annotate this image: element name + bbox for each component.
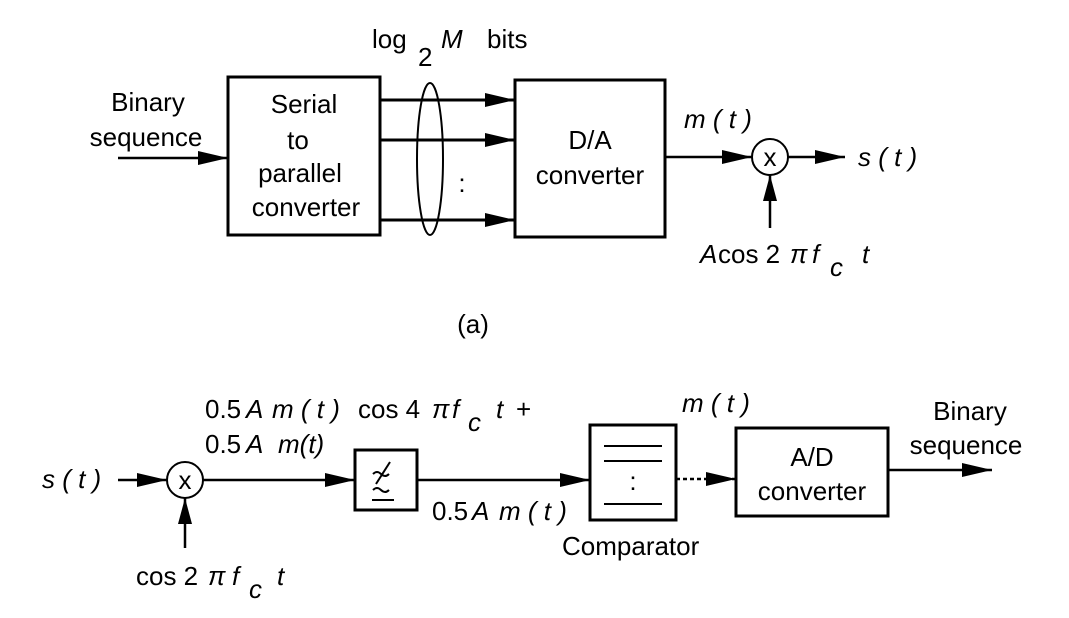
comparator-dots: :: [629, 466, 636, 496]
product-line1-pi: π: [432, 394, 450, 424]
mt-label: m ( t ): [684, 104, 752, 134]
bus-label-M: M: [441, 24, 463, 54]
input-label-line2: sequence: [90, 122, 203, 152]
carrier-f: f: [812, 239, 822, 269]
lowpass-filter-icon: [372, 461, 394, 501]
comparator-output-arrowhead: [706, 472, 736, 486]
sp-line4: converter: [252, 192, 361, 222]
carrier-arrowhead: [763, 175, 777, 201]
bus-label-sub: 2: [418, 42, 432, 72]
product-line1-a: 0.5: [205, 394, 241, 424]
product-arrowhead: [325, 473, 355, 487]
product-line1-cos: cos 4: [358, 394, 420, 424]
lo-pi: π: [208, 561, 226, 591]
bus-ellipse: [416, 82, 444, 236]
lpf-output-A: A: [470, 496, 489, 526]
lpf-output-m: m ( t ): [499, 496, 567, 526]
product-line1-sub: c: [468, 407, 481, 437]
comparator-label: Comparator: [562, 531, 700, 561]
product-line2-m: m(t): [278, 429, 324, 459]
input-label-line1: Binary: [111, 87, 185, 117]
bus-arrowhead-2: [485, 133, 515, 147]
product-line1-m: m ( t ): [272, 394, 340, 424]
bus-arrowhead-1: [485, 93, 515, 107]
output-arrowhead: [815, 150, 845, 164]
carrier-pi: π: [790, 239, 808, 269]
lowpass-filter-box: [353, 448, 419, 512]
mixer-b-symbol: x: [179, 465, 192, 495]
product-line1-plus: +: [516, 394, 531, 424]
lo-cos: cos 2: [136, 561, 198, 591]
product-line2-A: A: [244, 429, 263, 459]
carrier-t: t: [862, 239, 871, 269]
lo-f: f: [232, 561, 242, 591]
sp-line1: Serial: [271, 89, 337, 119]
output-label: s ( t ): [858, 142, 917, 172]
bus-dots: :: [458, 168, 465, 198]
bus-arrowhead-3: [485, 213, 515, 227]
mt-arrowhead: [722, 150, 752, 164]
mixer-a-symbol: x: [764, 142, 777, 172]
carrier-sub: c: [830, 252, 843, 282]
lo-arrowhead: [178, 498, 192, 524]
bus-label-bits: bits: [487, 24, 527, 54]
ad-converter-box: [734, 426, 890, 518]
b-output-line2: sequence: [910, 430, 1023, 460]
lpf-output-a: 0.5: [432, 496, 468, 526]
b-output-line1: Binary: [933, 396, 1007, 426]
carrier-A: A: [698, 239, 717, 269]
b-output-arrowhead: [962, 463, 992, 477]
diagram-b: s ( t ) x cos 2 π f c t 0.5 A m ( t ) co…: [42, 388, 1022, 604]
product-line1-t: t: [496, 394, 505, 424]
lo-sub: c: [249, 574, 262, 604]
da-converter-box: [513, 78, 667, 239]
input-arrowhead: [198, 151, 228, 165]
da-line1: D/A: [568, 125, 612, 155]
product-line2-a: 0.5: [205, 429, 241, 459]
serial-to-parallel-box: [226, 75, 382, 237]
diagram-a: Binary sequence Serial to parallel conve…: [90, 24, 918, 339]
ad-line1: A/D: [790, 442, 833, 472]
product-line1-f: f: [452, 394, 462, 424]
da-line2: converter: [536, 160, 645, 190]
product-line1-A: A: [244, 394, 263, 424]
caption-a: (a): [457, 309, 489, 339]
b-input-label: s ( t ): [42, 464, 101, 494]
ad-line2: converter: [758, 476, 867, 506]
lpf-output-arrowhead: [560, 473, 590, 487]
sp-line2: to: [287, 125, 309, 155]
lo-t: t: [277, 561, 286, 591]
bus-label-log: log: [372, 24, 407, 54]
b-mt-label: m ( t ): [682, 388, 750, 418]
carrier-cos: cos 2: [718, 239, 780, 269]
sp-line3: parallel: [258, 158, 342, 188]
b-input-arrowhead: [137, 473, 167, 487]
